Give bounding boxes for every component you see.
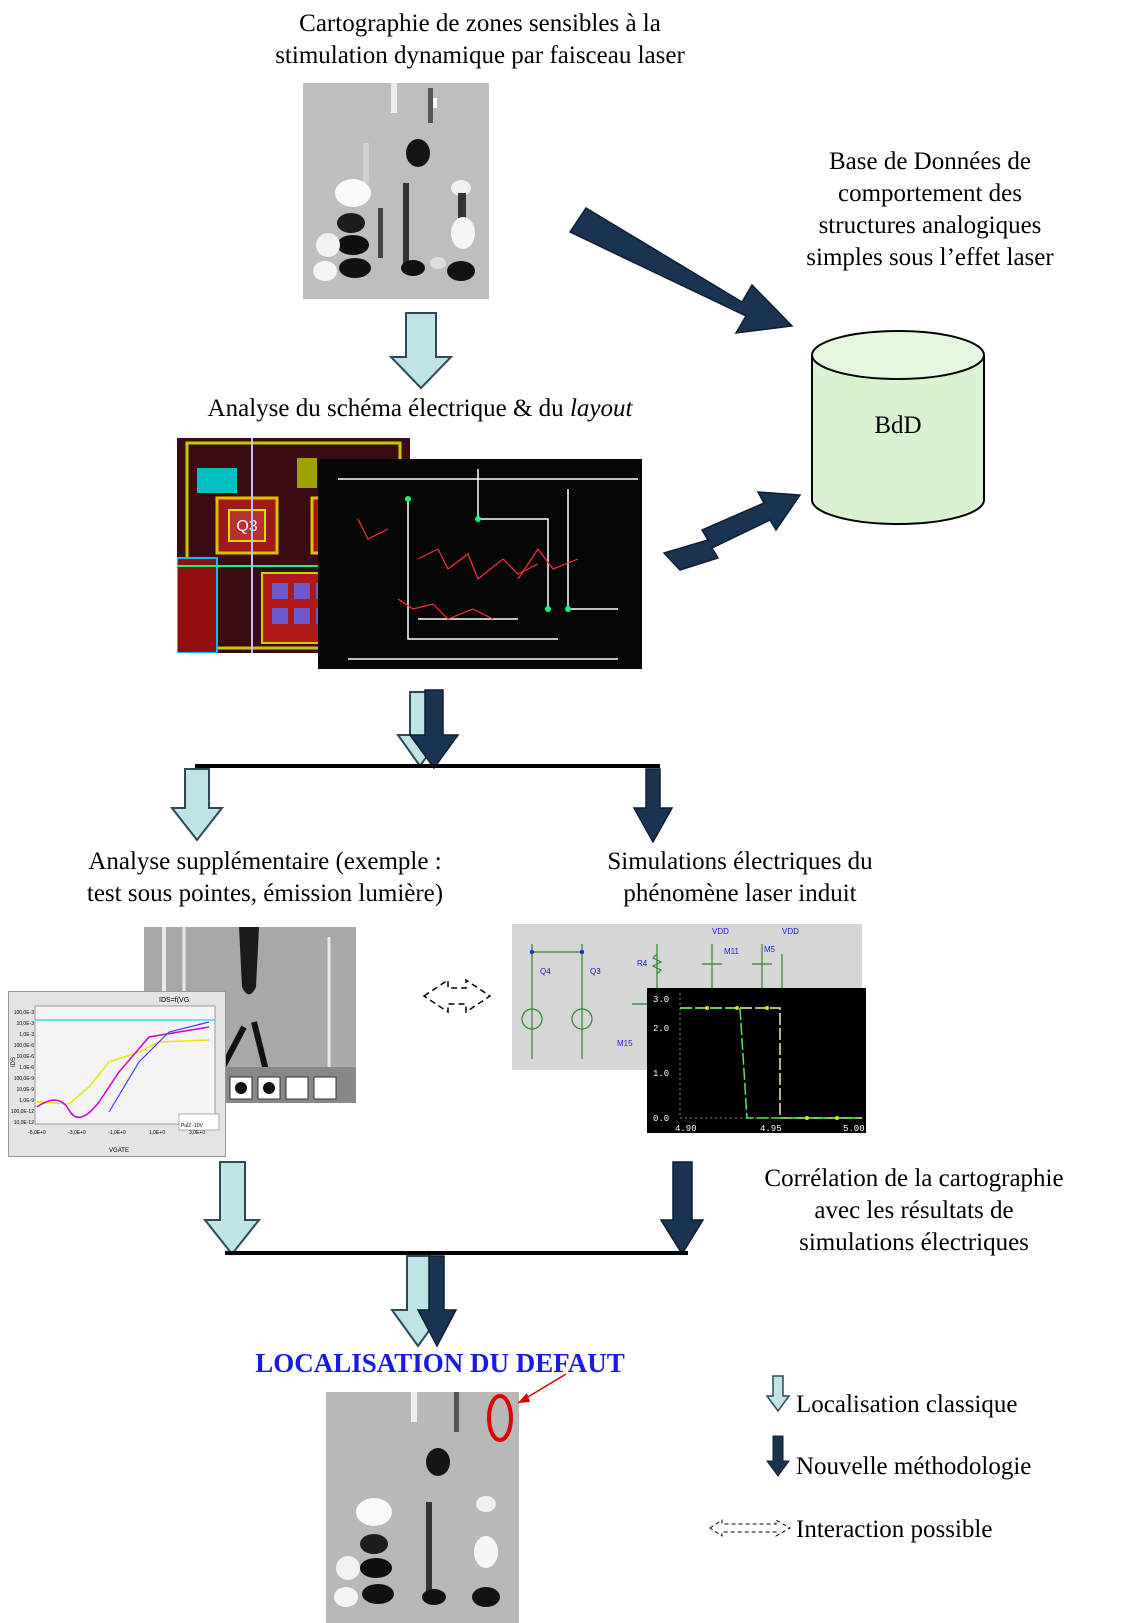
ids-plot-xlabel: VGATE [109, 1148, 129, 1154]
dark-arrow-2 [408, 689, 460, 770]
ids-plot-ytick: 10,0E-3 [16, 1021, 34, 1027]
database-cylinder [811, 330, 985, 525]
schematic-m5: M5 [764, 945, 776, 954]
scope-x1: 4.90 [675, 1124, 697, 1133]
correlation-caption: Corrélation de la cartographie avec les … [700, 1163, 1128, 1259]
extra-analysis-line2: test sous pointes, émission lumière) [86, 880, 444, 907]
schematic-q4: Q4 [540, 967, 551, 976]
database-caption-line1: Base de Données de [828, 148, 1031, 175]
laser-map-image [303, 83, 489, 299]
light-arrow-3 [169, 768, 225, 842]
cartography-title-line1: Cartographie de zones sensibles à la [299, 10, 661, 37]
database-caption-line2: comportement des [838, 180, 1022, 207]
electrical-sim-title: Simulations électriques du phénomène las… [530, 846, 950, 910]
ids-plot-ytick: 10,0E-6 [16, 1054, 34, 1060]
ids-plot-ytick: 1,0E-6 [19, 1065, 34, 1071]
result-title: LOCALISATION DU DEFAUT [255, 1348, 625, 1378]
dark-arrow-to-db [568, 206, 794, 334]
ids-plot-ytick: 1,0E-9 [19, 1098, 34, 1104]
dark-arrow-4 [659, 1161, 705, 1256]
ids-plot-ylabel: IDS [11, 1057, 17, 1067]
ids-plot-xtick: -3,0E+0 [68, 1130, 86, 1136]
schematic-q3: Q3 [590, 967, 601, 976]
ids-plot-ytick: 10,0E-9 [16, 1087, 34, 1093]
extra-analysis-line1: Analyse supplémentaire (exemple : [88, 848, 442, 875]
database-caption-line4: simples sous l’effet laser [806, 244, 1054, 271]
correlation-line3: simulations électriques [799, 1229, 1029, 1256]
scope-y2: 2.0 [653, 1024, 669, 1034]
ids-plot-ytick: 100,0E-9 [14, 1076, 35, 1082]
legend-new-label: Nouvelle méthodologie [796, 1453, 1032, 1480]
ids-plot-xtick: -5,0E+0 [28, 1130, 46, 1136]
scope-y1: 3.0 [653, 995, 669, 1005]
scope-y4: 0.0 [653, 1114, 669, 1124]
ids-plot-ytick: 100,0E-6 [14, 1043, 35, 1049]
scope-x3: 5.00 [843, 1124, 865, 1133]
correlation-line1: Corrélation de la cartographie [764, 1165, 1064, 1192]
electrical-sim-line2: phénomène laser induit [623, 880, 857, 907]
oscilloscope-plot: 3.0 2.0 1.0 0.0 4.90 4.95 5.00 [647, 988, 866, 1133]
ids-plot: IDS=f(VG 100,0E-3 10,0E-3 1,0E-3 100,0E-6 10… [8, 991, 226, 1157]
schematic-vdd1: VDD [712, 927, 729, 936]
schematic-m15: M15 [617, 1039, 633, 1048]
dark-arrow-5 [416, 1255, 458, 1348]
result-laser-map [326, 1392, 519, 1623]
light-arrow-4 [202, 1161, 262, 1256]
interaction-arrow [422, 978, 492, 1014]
cartography-title: Cartographie de zones sensibles à la sti… [150, 8, 810, 72]
defect-marker [487, 1394, 513, 1442]
ids-plot-ytick: 100,0E-3 [14, 1010, 35, 1016]
scope-y3: 1.0 [653, 1069, 669, 1079]
schematic-vdd2: VDD [782, 927, 799, 936]
extra-analysis-title: Analyse supplémentaire (exemple : test s… [0, 846, 530, 910]
legend-light-arrow-icon [765, 1375, 791, 1413]
correlation-line2: avec les résultats de [814, 1197, 1014, 1224]
schematic-analysis-title: Analyse du schéma électrique & du layout [120, 393, 720, 425]
ids-plot-ytick: 100,0E-12 [11, 1109, 34, 1115]
legend-classic-label: Localisation classique [796, 1391, 1018, 1418]
double-arrow-db-analysis [662, 491, 802, 571]
schematic-analysis-text: Analyse du schéma électrique & du [207, 395, 570, 422]
schematic-m11: M11 [724, 947, 740, 956]
ids-plot-ytick: 10,0E-12 [14, 1120, 35, 1126]
dark-arrow-3 [632, 768, 674, 844]
database-caption: Base de Données de comportement des stru… [740, 146, 1120, 274]
light-arrow-1 [388, 312, 454, 390]
scope-x2: 4.95 [760, 1124, 782, 1133]
legend-dark-arrow-icon [766, 1435, 790, 1477]
database-caption-line3: structures analogiques [818, 212, 1042, 239]
database-label: BdD [874, 412, 921, 439]
schematic-r4: R4 [637, 959, 648, 968]
electrical-sim-line1: Simulations électriques du [607, 848, 873, 875]
legend-interaction-icon [709, 1519, 792, 1537]
schematic-analysis-italic: layout [569, 395, 633, 422]
schematic-image [318, 459, 642, 669]
legend-interaction-label: Interaction possible [796, 1516, 993, 1543]
ids-plot-xtick: -1,0E+0 [108, 1130, 126, 1136]
ids-plot-ytick: 1,0E-3 [19, 1032, 34, 1038]
cartography-title-line2: stimulation dynamique par faisceau laser [275, 42, 685, 69]
ids-plot-xtick: 1,0E+0 [149, 1130, 165, 1136]
ids-plot-xtick: 3,0E+0 [189, 1130, 205, 1136]
ids-plot-legend: Pul2 -10V [181, 1123, 204, 1129]
ids-plot-title: IDS=f(VG [159, 997, 189, 1004]
